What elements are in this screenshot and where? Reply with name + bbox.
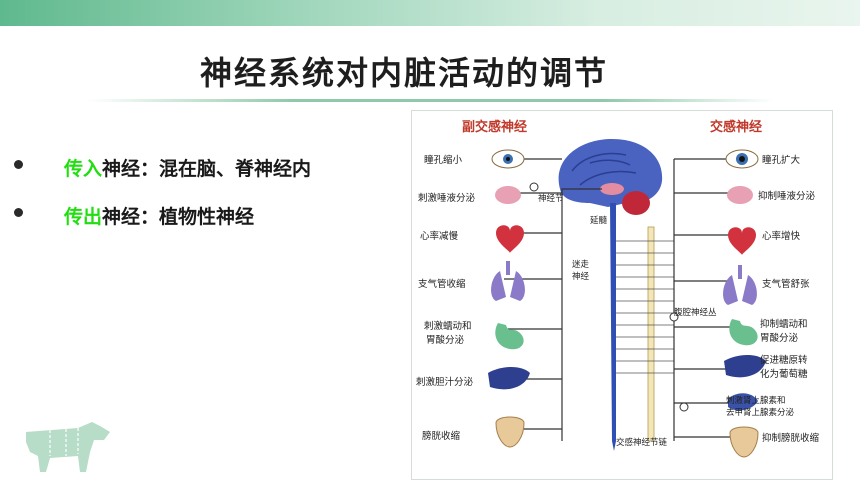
bullet-rest: 神经：混在脑、脊神经内 bbox=[102, 158, 312, 180]
label-saliva-inhibit: 抑制唾液分泌 bbox=[758, 190, 816, 202]
slide-title: 神经系统对内脏活动的调节 bbox=[200, 54, 609, 92]
label-peristalsis-stimulate: 刺激蠕动和 bbox=[424, 320, 472, 332]
bullet-dot-icon bbox=[14, 208, 23, 217]
spinal-cord-icon bbox=[610, 203, 616, 451]
diagram-header-parasympathetic: 副交感神经 bbox=[462, 119, 527, 135]
right-salivary-icon bbox=[727, 186, 753, 204]
left-heart-icon bbox=[496, 225, 524, 253]
label-vagus-1: 迷走 bbox=[572, 259, 590, 270]
cow-icon bbox=[26, 422, 110, 472]
left-lung-icon bbox=[491, 261, 525, 301]
left-bladder-icon bbox=[495, 416, 525, 448]
label-pupil-dilate: 瞳孔扩大 bbox=[762, 154, 801, 166]
right-eye-icon bbox=[725, 149, 759, 169]
label-bladder-contract: 膀胱收缩 bbox=[422, 430, 461, 442]
left-liver-icon bbox=[488, 367, 530, 390]
title-underline bbox=[88, 99, 774, 102]
bullet-dot-icon bbox=[14, 160, 23, 169]
bullet-text: 传入神经：混在脑、脊神经内 bbox=[64, 154, 311, 181]
diagram-header-sympathetic: 交感神经 bbox=[710, 119, 762, 135]
sympathetic-chain bbox=[616, 226, 674, 442]
label-adrenaline-2: 去甲肾上腺素分泌 bbox=[726, 407, 795, 418]
label-heart-slow: 心率减慢 bbox=[420, 230, 459, 242]
right-adrenal-icon bbox=[728, 393, 758, 411]
label-adrenaline-1: 刺激肾上腺素和 bbox=[726, 395, 786, 406]
bullet-highlight: 传出 bbox=[64, 206, 103, 228]
top-banner bbox=[0, 0, 860, 26]
right-stomach-icon bbox=[729, 319, 758, 346]
label-pupil-constrict: 瞳孔缩小 bbox=[424, 154, 463, 166]
label-ganglion: 神经节 bbox=[538, 193, 564, 204]
label-saliva-stimulate: 刺激唾液分泌 bbox=[418, 192, 476, 204]
label-bronchi-dilate: 支气管舒张 bbox=[762, 278, 810, 290]
bullet-rest: 神经：植物性神经 bbox=[102, 206, 255, 228]
label-medulla: 延髓 bbox=[590, 215, 608, 226]
title-area: 神经系统对内脏活动的调节 bbox=[0, 40, 860, 104]
label-peristalsis-inhibit: 抑制蠕动和 bbox=[760, 318, 808, 330]
label-glycogen-1: 促进糖原转 bbox=[760, 354, 808, 366]
label-bile-stimulate: 刺激胆汁分泌 bbox=[416, 376, 474, 388]
label-glycogen-2: 化为葡萄糖 bbox=[760, 368, 808, 380]
left-salivary-icon bbox=[495, 186, 521, 204]
right-heart-icon bbox=[728, 227, 756, 255]
label-bronchi-constrict: 支气管收缩 bbox=[418, 278, 466, 290]
right-liver-icon bbox=[724, 355, 766, 378]
bullet-text: 传出神经：植物性神经 bbox=[64, 202, 254, 229]
label-acid-secretion-right: 胃酸分泌 bbox=[760, 332, 799, 344]
label-heart-fast: 心率增快 bbox=[762, 230, 801, 242]
label-celiac-plexus: 腹腔神经丛 bbox=[674, 307, 717, 318]
bullet-highlight: 传入 bbox=[64, 158, 103, 180]
right-lung-icon bbox=[723, 265, 757, 305]
left-stomach-icon bbox=[495, 323, 524, 350]
label-bladder-inhibit: 抑制膀胱收缩 bbox=[762, 432, 820, 444]
label-vagus-2: 神经 bbox=[572, 271, 590, 282]
label-sympathetic-chain: 交感神经节链 bbox=[616, 437, 668, 448]
nervous-system-diagram: 副交感神经 交感神经 bbox=[411, 110, 833, 480]
left-eye-icon bbox=[491, 149, 525, 169]
right-bladder-icon bbox=[729, 426, 759, 458]
brain-icon bbox=[558, 139, 663, 215]
label-acid-secretion: 胃酸分泌 bbox=[426, 334, 465, 346]
sympathetic-pathways bbox=[673, 158, 732, 441]
